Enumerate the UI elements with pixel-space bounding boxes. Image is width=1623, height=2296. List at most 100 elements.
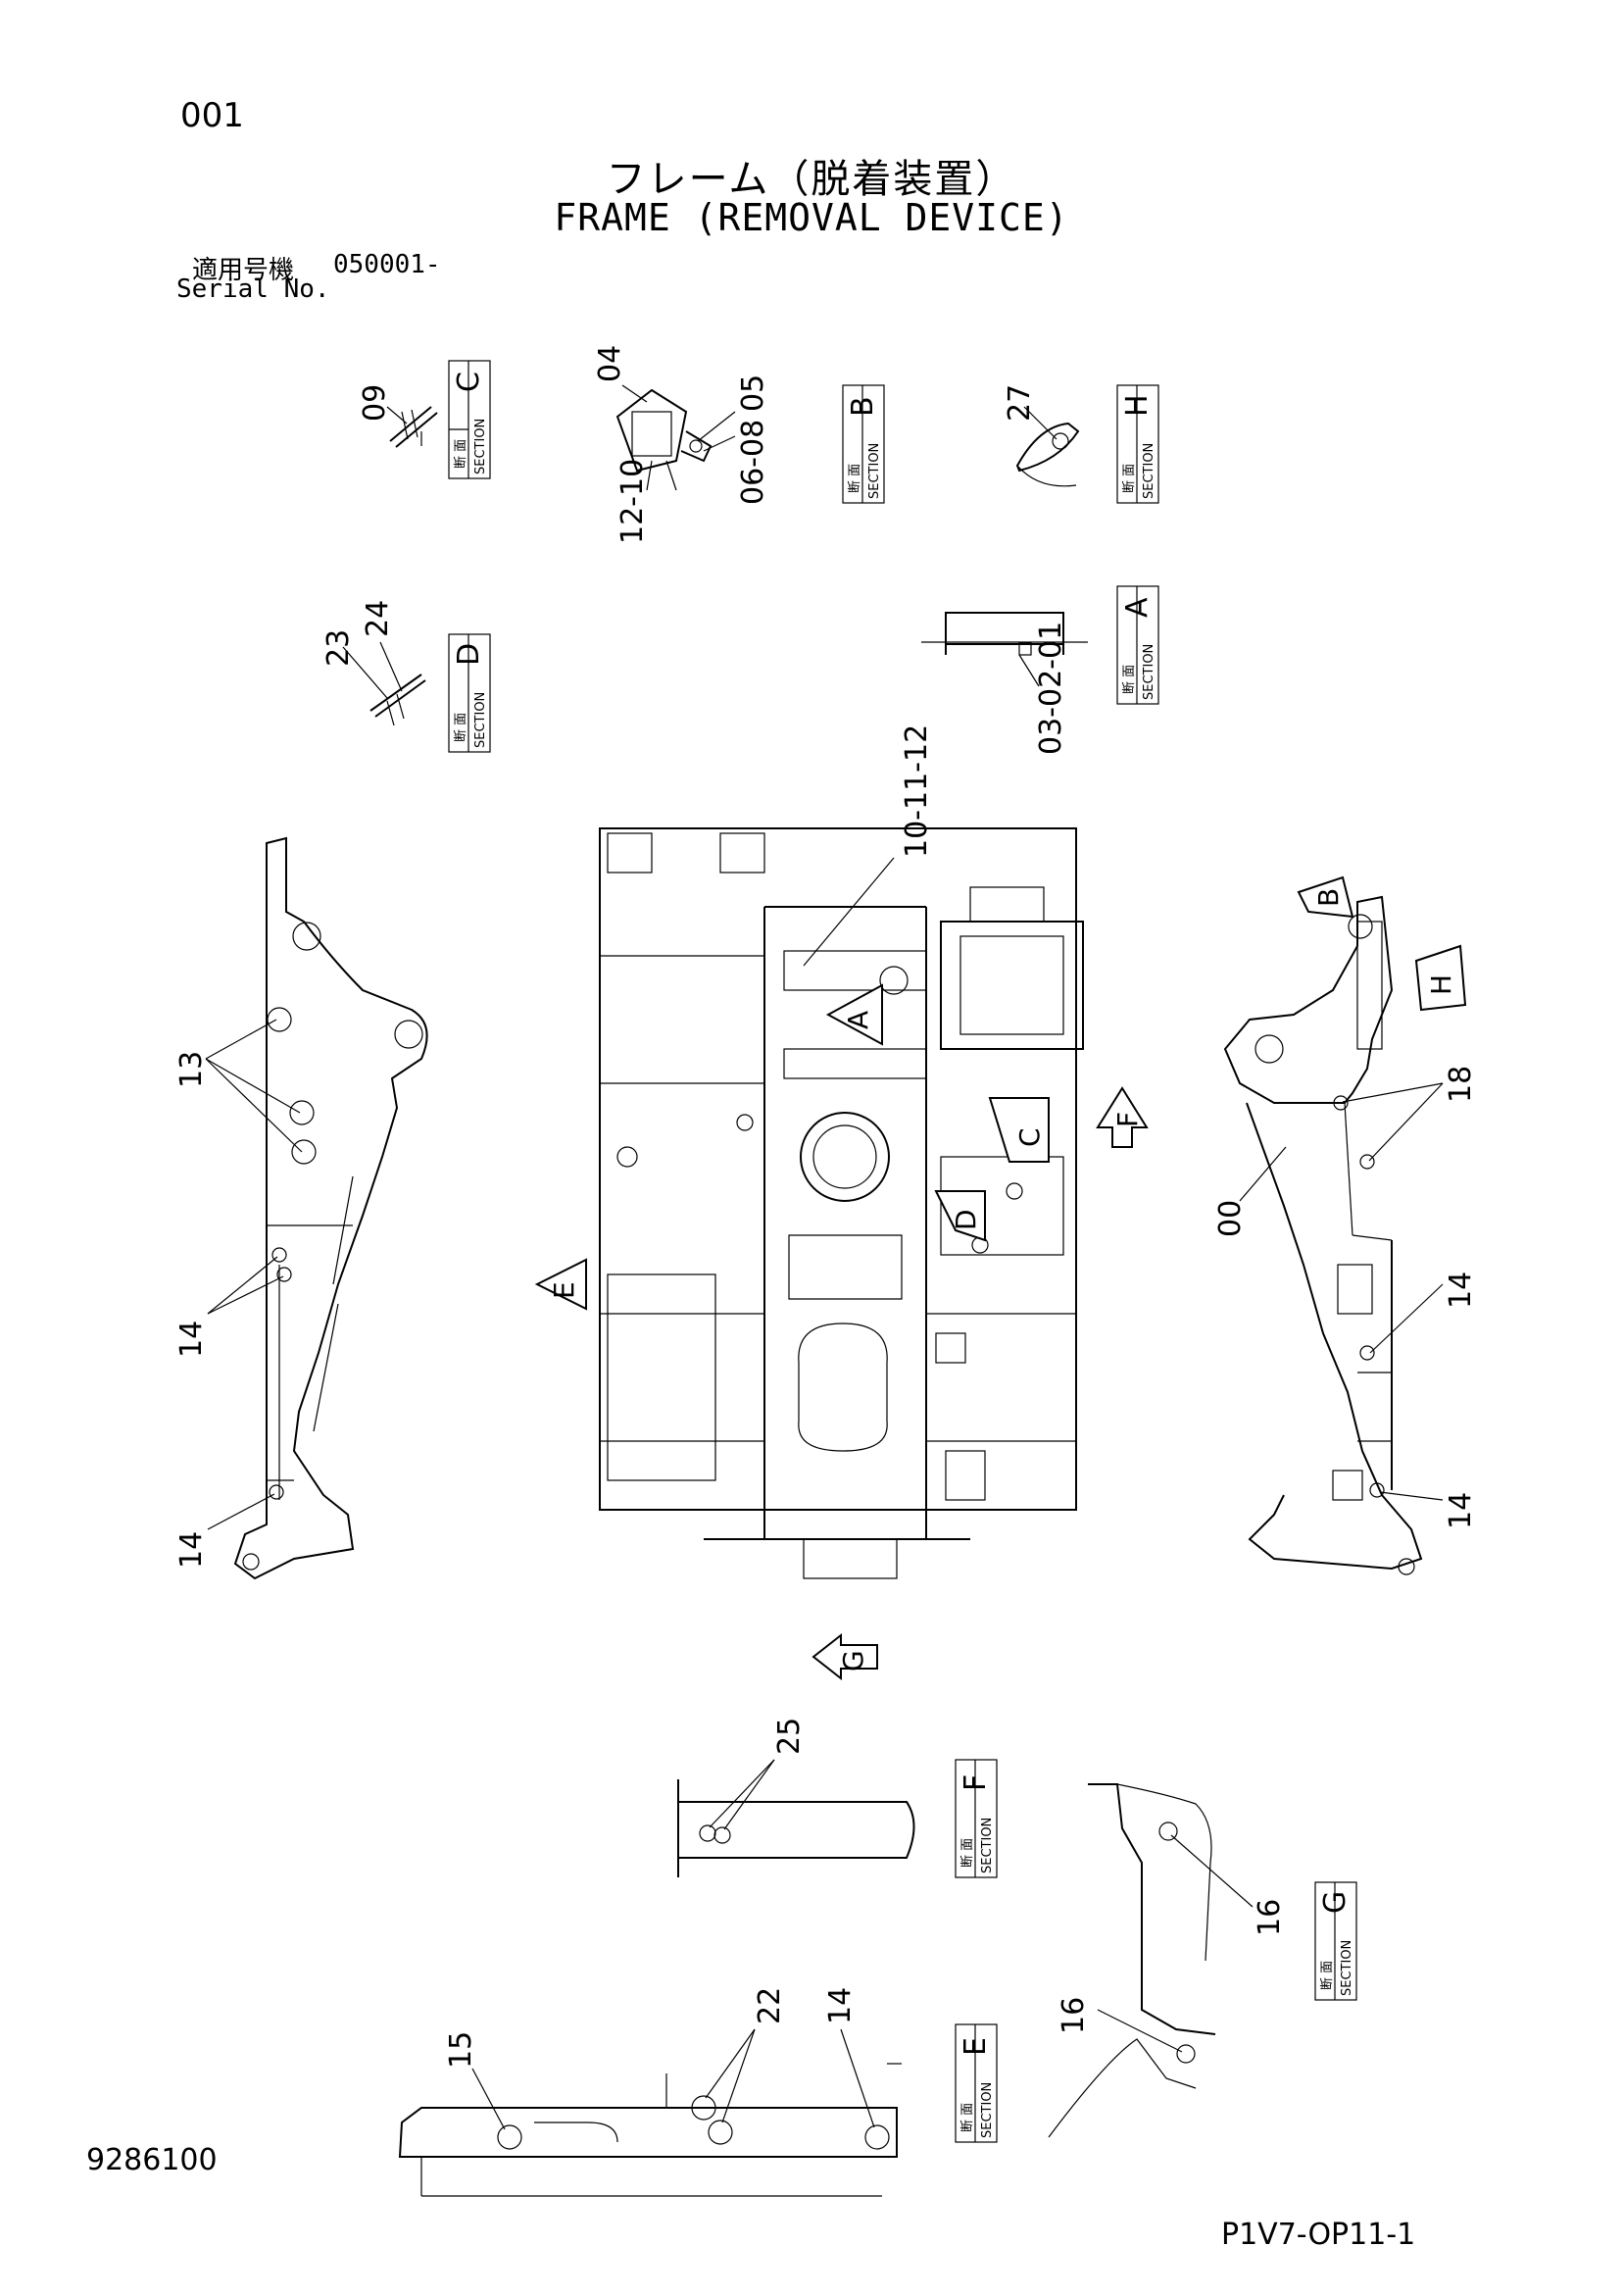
svg-text:G: G <box>837 1650 869 1672</box>
callout-22: 22 <box>705 1987 787 2123</box>
callout-10-11-12: 10-11-12 <box>803 724 934 967</box>
section-label-h: 断 面 SECTION H <box>1116 384 1159 504</box>
callout-09: 09 <box>358 384 408 424</box>
callout-05: 05 <box>697 374 770 442</box>
svg-text:09: 09 <box>358 384 392 422</box>
callout-00: 00 <box>1213 1146 1287 1237</box>
callout-13: 13 <box>174 1019 303 1153</box>
callout-14-left-lower: 14 <box>174 1493 275 1569</box>
svg-text:SECTION: SECTION <box>473 419 488 474</box>
svg-text:03-02-01: 03-02-01 <box>1034 622 1068 755</box>
svg-text:14: 14 <box>174 1321 209 1358</box>
view-marker-d: D <box>934 1190 986 1242</box>
svg-text:16: 16 <box>1253 1899 1287 1936</box>
svg-text:14: 14 <box>1444 1272 1478 1309</box>
svg-text:A: A <box>842 1011 874 1029</box>
callout-27: 27 <box>1003 384 1057 440</box>
right-side-view <box>1223 895 1423 1575</box>
callout-25: 25 <box>709 1718 807 1830</box>
svg-text:H: H <box>1425 974 1457 995</box>
svg-text:06-08: 06-08 <box>736 420 770 505</box>
callout-24: 24 <box>361 600 403 692</box>
svg-text:00: 00 <box>1213 1200 1248 1237</box>
callout-23: 23 <box>321 629 388 699</box>
callout-14-left-upper: 14 <box>174 1256 284 1358</box>
svg-text:SECTION: SECTION <box>1142 443 1156 499</box>
svg-text:E: E <box>548 1281 580 1299</box>
svg-text:04: 04 <box>593 345 627 382</box>
left-side-view <box>233 836 428 1580</box>
svg-text:12-10: 12-10 <box>615 459 650 544</box>
callout-15: 15 <box>444 2031 506 2130</box>
section-e-detail <box>398 2063 902 2197</box>
svg-text:H: H <box>1120 394 1155 417</box>
svg-text:D: D <box>950 1209 982 1230</box>
svg-text:24: 24 <box>361 600 395 637</box>
svg-text:断 面: 断 面 <box>960 1838 975 1868</box>
section-label-g: 断 面 SECTION G <box>1314 1881 1357 2001</box>
view-marker-e: E <box>534 1258 587 1311</box>
svg-text:SECTION: SECTION <box>1142 644 1156 700</box>
svg-text:25: 25 <box>772 1718 807 1755</box>
svg-text:断 面: 断 面 <box>1122 665 1137 694</box>
svg-text:A: A <box>1120 597 1155 618</box>
svg-text:13: 13 <box>174 1051 209 1088</box>
section-label-d: 断 面 SECTION D <box>448 633 491 753</box>
svg-text:F: F <box>1111 1112 1144 1127</box>
svg-text:SECTION: SECTION <box>980 1818 995 1873</box>
serial-value: 050001- <box>333 250 441 279</box>
view-marker-h: H <box>1414 944 1467 1012</box>
svg-text:E: E <box>959 2037 993 2056</box>
main-top-view <box>599 827 1084 1579</box>
svg-text:断 面: 断 面 <box>1122 464 1137 493</box>
section-label-b: 断 面 SECTION B <box>842 384 885 504</box>
callout-16-upper: 16 <box>1170 1834 1287 1936</box>
callout-16-lower: 16 <box>1057 1997 1183 2053</box>
svg-text:05: 05 <box>736 374 770 412</box>
svg-text:B: B <box>846 396 880 417</box>
view-marker-c: C <box>988 1097 1050 1163</box>
section-d-detail <box>369 674 426 726</box>
svg-text:C: C <box>452 372 486 392</box>
svg-text:SECTION: SECTION <box>1340 1940 1354 1996</box>
drawing-number: 9286100 <box>86 2143 218 2177</box>
section-label-f: 断 面 SECTION F <box>955 1759 998 1878</box>
svg-text:SECTION: SECTION <box>473 692 488 748</box>
svg-text:22: 22 <box>753 1987 787 2024</box>
svg-text:B: B <box>1312 888 1345 907</box>
callout-18: 18 <box>1342 1066 1478 1162</box>
callout-14-right-lower: 14 <box>1379 1491 1478 1529</box>
svg-text:断 面: 断 面 <box>848 464 862 493</box>
title-english: FRAME (REMOVAL DEVICE) <box>554 196 1069 239</box>
page-number: 001 <box>180 96 244 135</box>
section-f-detail <box>677 1779 915 1877</box>
svg-text:SECTION: SECTION <box>867 443 882 499</box>
callout-06-08: 06-08 <box>703 420 770 505</box>
view-marker-a: A <box>825 983 883 1046</box>
svg-text:27: 27 <box>1003 384 1037 422</box>
section-g-detail <box>1048 1783 1216 2138</box>
view-marker-b: B <box>1297 875 1354 919</box>
callout-14-right-upper: 14 <box>1369 1272 1478 1354</box>
svg-text:10-11-12: 10-11-12 <box>900 724 934 858</box>
section-c-detail <box>389 406 438 448</box>
svg-text:14: 14 <box>174 1531 209 1569</box>
svg-text:C: C <box>1013 1127 1046 1147</box>
serial-label-english: Serial No. <box>176 275 330 304</box>
page-code: P1V7-OP11-1 <box>1221 2218 1416 2252</box>
view-marker-g: G <box>812 1632 878 1681</box>
svg-text:14: 14 <box>823 1987 858 2024</box>
section-label-e: 断 面 SECTION E <box>955 2023 998 2143</box>
svg-text:23: 23 <box>321 629 356 667</box>
serial-label-japanese: 適用号機 <box>192 256 295 285</box>
svg-text:断 面: 断 面 <box>960 2103 975 2132</box>
callout-14-section-e: 14 <box>823 1987 875 2128</box>
section-h-detail <box>1015 422 1080 487</box>
callout-03-02-01: 03-02-01 <box>1034 622 1068 755</box>
svg-text:18: 18 <box>1444 1066 1478 1103</box>
section-a-detail <box>921 612 1088 687</box>
title-japanese: フレーム（脱着装置） <box>606 157 1017 202</box>
svg-text:14: 14 <box>1444 1492 1478 1529</box>
svg-text:断 面: 断 面 <box>454 439 468 469</box>
